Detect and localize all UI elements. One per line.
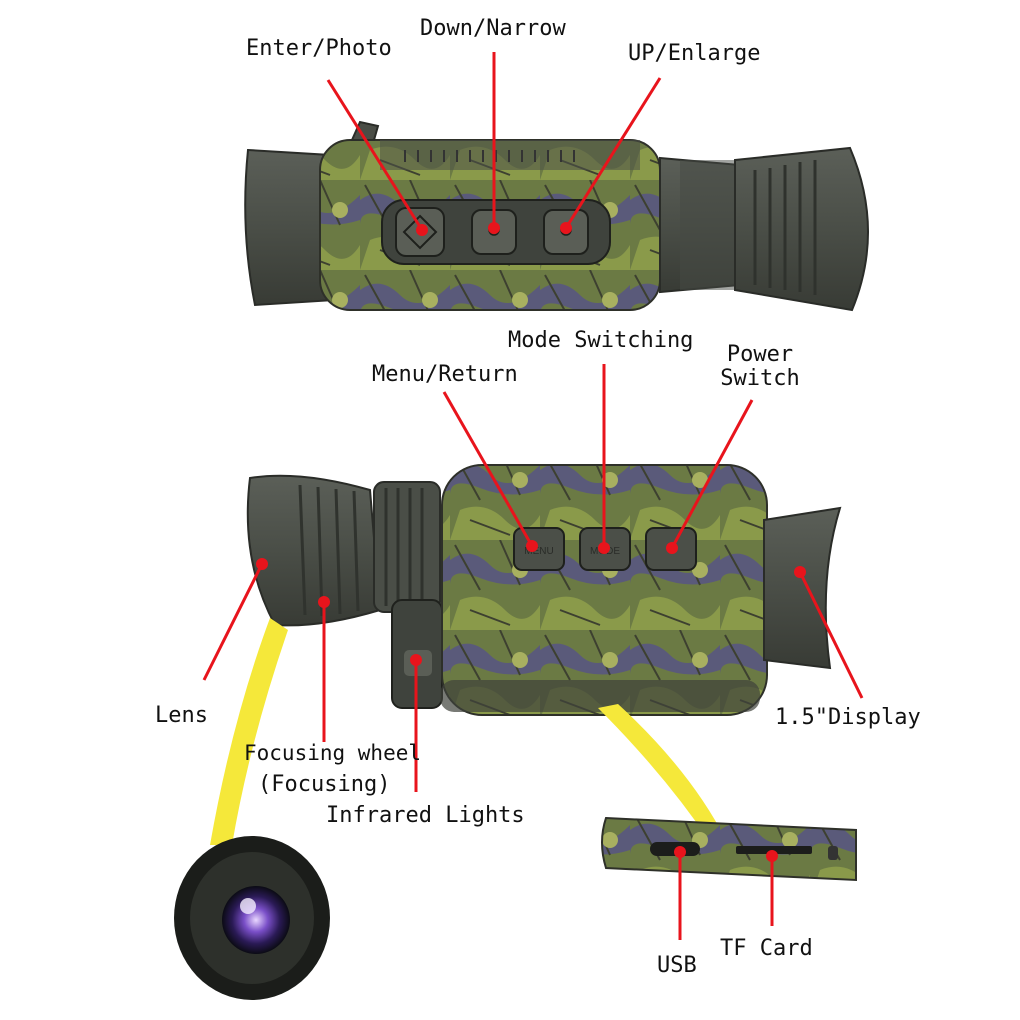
menu-return-label: Menu/Return: [372, 362, 518, 387]
lens-highlight: [210, 618, 288, 845]
tf-card-slot: [736, 846, 812, 854]
up-enlarge-label: UP/Enlarge: [628, 41, 761, 66]
port-closeup: [601, 816, 857, 882]
power-switch-label-line2: Switch: [720, 366, 800, 391]
enter-photo-label: Enter/Photo: [246, 36, 392, 61]
lens-eyecup: [246, 474, 382, 627]
menu-button-mark: MENU: [524, 546, 553, 557]
usb-label: USB: [657, 953, 697, 978]
leader-lines: [202, 52, 864, 940]
lens-label: Lens: [155, 703, 208, 728]
mode-switching-label: Mode Switching: [508, 328, 694, 353]
lens-closeup: [174, 836, 330, 1000]
display-label: 1.5"Display: [775, 705, 921, 730]
display-hood: [763, 506, 842, 670]
bottom-device-view: MENU MODE: [246, 464, 842, 716]
focusing-wheel-label-line1: Focusing wheel: [244, 741, 422, 765]
diamond-icon: [402, 214, 438, 250]
focusing-wheel-label-line2: (Focusing): [258, 772, 391, 797]
infrared-lights-label: Infrared Lights: [326, 803, 525, 828]
power-switch-label-line1: Power: [726, 342, 794, 367]
port-highlight: [598, 704, 726, 842]
down-narrow-label: Down/Narrow: [420, 16, 566, 41]
focusing-wheel: [373, 481, 441, 613]
tf-card-label: TF Card: [720, 936, 813, 961]
top-device-view: [244, 120, 869, 312]
top-rear-eyecup: [244, 148, 337, 307]
